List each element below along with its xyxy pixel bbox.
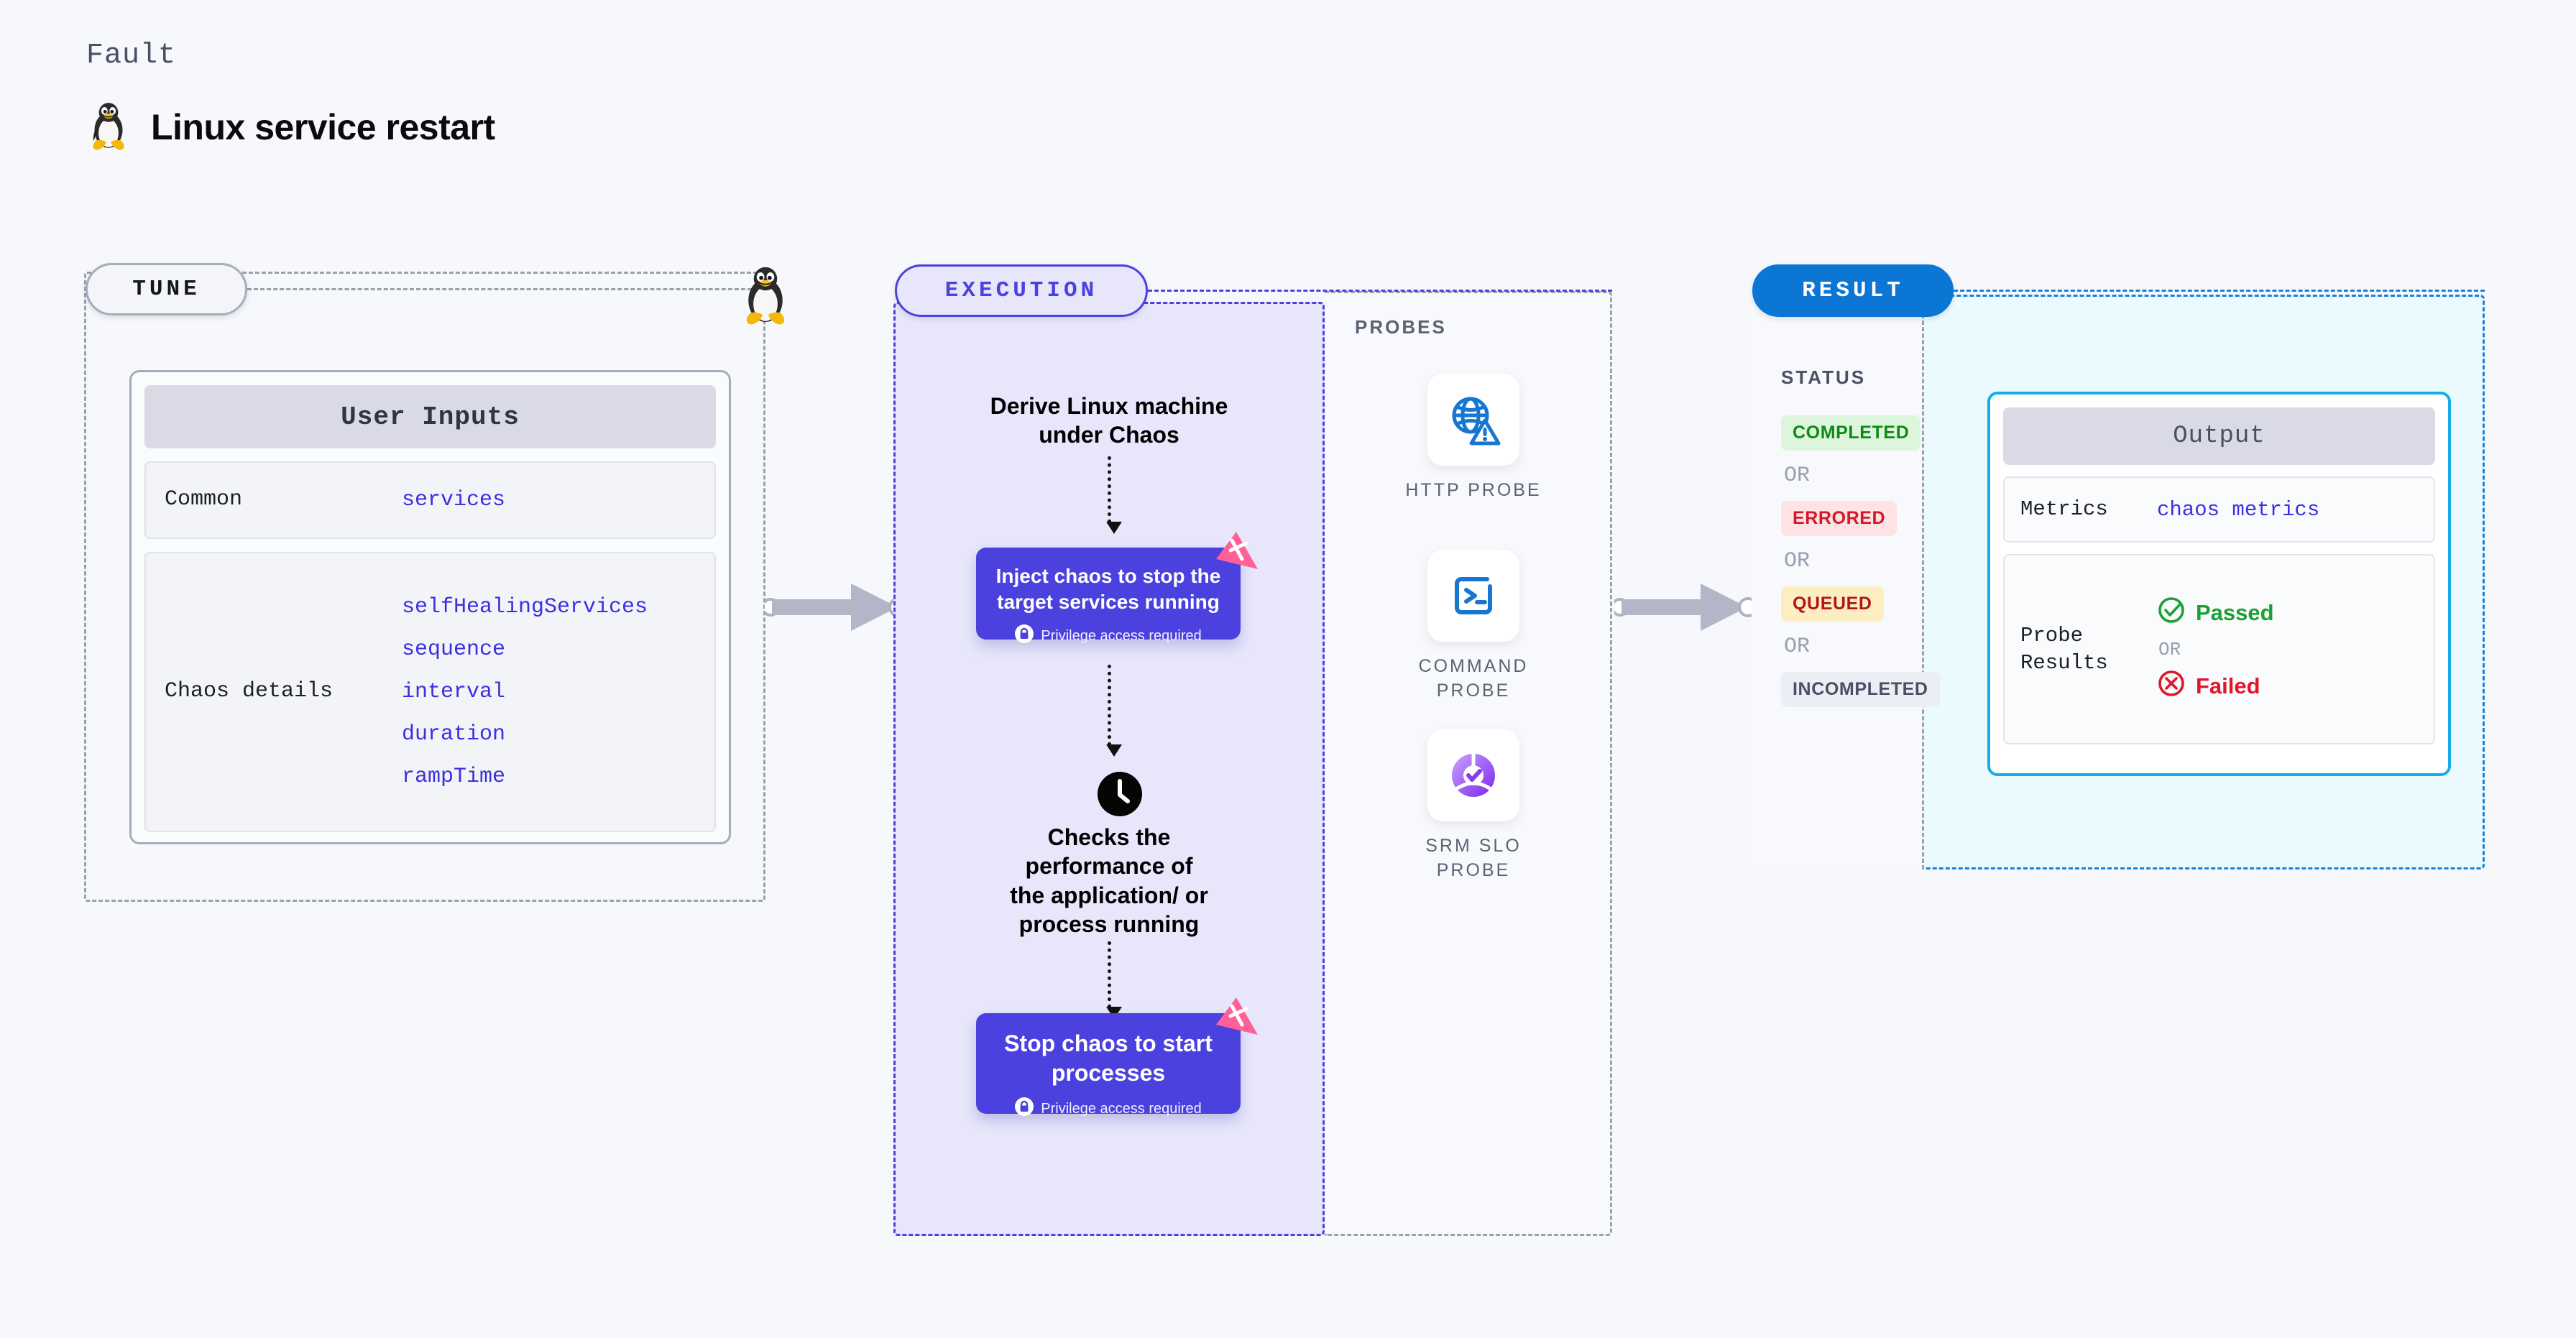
output-row-metrics: Metrics chaos metrics (2003, 476, 2435, 543)
privilege-text: Privilege access required (1041, 1100, 1202, 1117)
verdict-passed-label: Passed (2196, 599, 2274, 625)
chaos-box-stop[interactable]: Stop chaos to start processes Privilege … (976, 997, 1258, 1117)
output-metrics-value[interactable]: chaos metrics (2157, 497, 2320, 522)
output-title: Output (2003, 407, 2435, 465)
user-inputs-title: User Inputs (144, 385, 716, 448)
result-connector-line (1954, 290, 2485, 292)
stage-pill-execution[interactable]: EXECUTION (895, 264, 1148, 317)
clock-icon (1098, 772, 1142, 816)
tune-row-key: Common (165, 487, 243, 512)
verdict-passed: Passed (2157, 596, 2274, 630)
globe-warning-icon (1427, 374, 1519, 466)
privilege-row: Privilege access required (989, 624, 1228, 647)
tune-row-values: services (402, 488, 505, 512)
harness-logo-icon (1215, 530, 1259, 571)
linux-penguin-icon (86, 101, 131, 154)
terminal-icon (1427, 550, 1519, 642)
flow-arrow-1 (1106, 456, 1122, 535)
output-probe-key: Probe Results (2020, 623, 2108, 675)
tune-value-services[interactable]: services (402, 488, 506, 512)
chaos-box-title: Inject chaos to stop the target services… (995, 565, 1221, 613)
probes-title: PROBES (1355, 316, 1447, 338)
tune-row-chaos-details: Chaos details selfHealingServices sequen… (144, 552, 716, 832)
tune-row-key: Chaos details (165, 679, 334, 704)
output-metrics-key: Metrics (2020, 497, 2108, 522)
fault-title-row: Linux service restart (86, 101, 495, 154)
check-circle-icon (2157, 596, 2186, 630)
x-circle-icon (2157, 669, 2186, 703)
probe-item-command[interactable]: COMMAND PROBE (1387, 550, 1560, 703)
verdict-failed: Failed (2157, 669, 2274, 703)
lock-icon (1015, 624, 1034, 647)
chaos-box-title: Stop chaos to start processes (1004, 1030, 1213, 1086)
chaos-box-inject[interactable]: Inject chaos to stop the target services… (976, 532, 1258, 644)
user-inputs-card: User Inputs Common services Chaos detail… (129, 370, 731, 844)
flow-arrow-2 (1106, 665, 1122, 758)
output-row-probe-results: Probe Results Passed OR (2003, 554, 2435, 744)
status-or-2: OR (1784, 549, 1811, 573)
probe-item-srm-slo[interactable]: SRM SLO PROBE (1387, 729, 1560, 883)
tune-value-sequence[interactable]: sequence (402, 637, 506, 662)
lock-icon (1015, 1097, 1034, 1120)
page-header: Fault Linux service restart (86, 40, 495, 154)
fault-kicker: Fault (86, 40, 177, 72)
tune-panel (84, 272, 765, 902)
privilege-text: Privilege access required (1041, 627, 1202, 644)
linux-penguin-border-icon (738, 264, 793, 329)
tune-value-ramptime[interactable]: rampTime (402, 765, 506, 789)
privilege-row: Privilege access required (989, 1097, 1228, 1120)
tune-value-interval[interactable]: interval (402, 680, 506, 704)
connector-arrow-tune-to-execution (761, 575, 908, 643)
output-card: Output Metrics chaos metrics Probe Resul… (1987, 392, 2451, 776)
verdict-or: OR (2158, 638, 2181, 660)
probe-label: SRM SLO PROBE (1425, 836, 1522, 880)
status-badge-incompleted: INCOMPLETED (1781, 672, 1940, 707)
verdict-failed-label: Failed (2196, 673, 2260, 698)
tune-row-values: selfHealingServices sequence interval du… (402, 595, 648, 789)
result-status-column (1752, 295, 1924, 869)
slo-donut-check-icon (1427, 729, 1519, 821)
status-or-1: OR (1784, 463, 1811, 488)
tune-value-duration[interactable]: duration (402, 722, 506, 747)
flow-arrow-3 (1106, 941, 1122, 1020)
status-list: COMPLETED OR ERRORED OR QUEUED OR INCOMP… (1781, 415, 1940, 707)
execution-connector-line (1148, 290, 1612, 292)
status-badge-errored: ERRORED (1781, 501, 1898, 536)
probe-label: COMMAND PROBE (1418, 656, 1529, 701)
stage-pill-tune[interactable]: TUNE (86, 263, 247, 315)
status-or-3: OR (1784, 635, 1811, 659)
output-probe-verdicts: Passed OR Failed (2157, 596, 2274, 703)
probe-item-http[interactable]: HTTP PROBE (1387, 374, 1560, 503)
page-title: Linux service restart (151, 107, 495, 147)
harness-logo-icon (1215, 996, 1259, 1036)
tune-row-common: Common services (144, 461, 716, 539)
connector-arrow-execution-to-result (1611, 575, 1758, 643)
probe-label: HTTP PROBE (1405, 480, 1542, 500)
status-badge-completed: COMPLETED (1781, 415, 1921, 451)
status-title: STATUS (1781, 366, 1867, 388)
stage-pill-result[interactable]: RESULT (1752, 264, 1954, 317)
tune-connector-line (247, 288, 765, 290)
tune-value-selfhealingservices[interactable]: selfHealingServices (402, 595, 648, 619)
status-badge-queued: QUEUED (1781, 586, 1884, 622)
